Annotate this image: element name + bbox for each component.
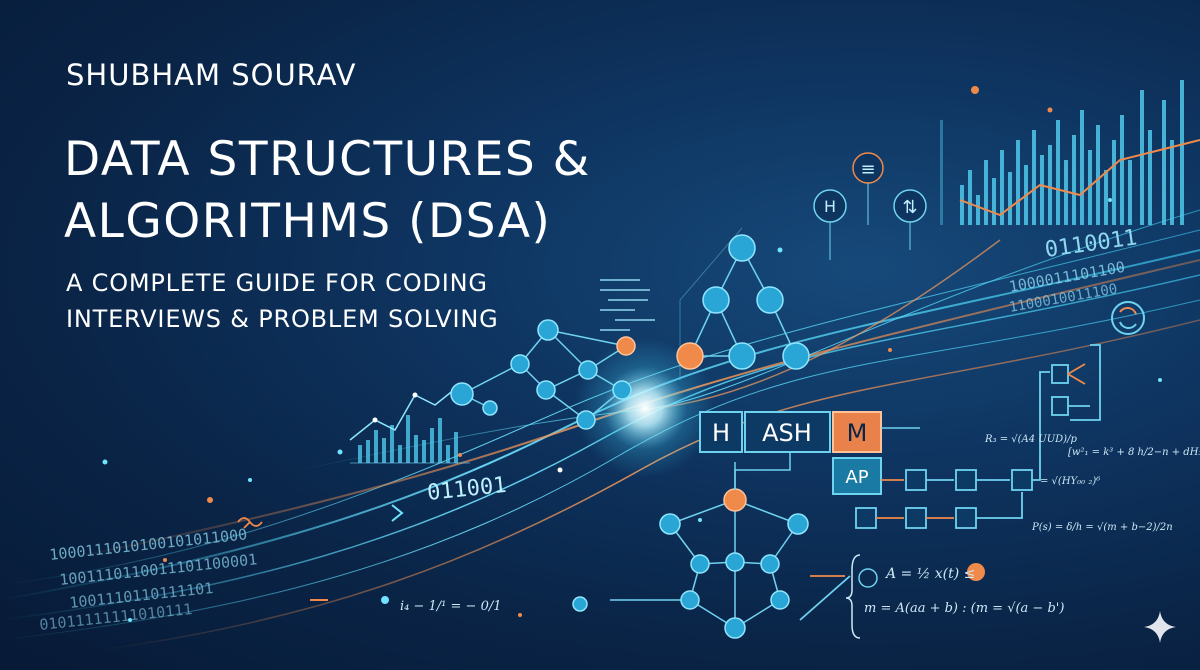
tree-node xyxy=(728,342,756,370)
sparkle-icon xyxy=(1144,611,1176,643)
menu-list-icon: ≡ xyxy=(852,152,884,225)
title-line-2: ALGORITHMS (DSA) xyxy=(64,194,552,249)
chevron-arrow-icon xyxy=(310,504,404,601)
central-glow xyxy=(575,338,715,478)
formula-text: P(s) = δ/h = √(m + b−2)/2n xyxy=(1031,522,1173,533)
author-name: SHUBHAM SOURAV xyxy=(66,58,357,92)
subtitle-line-2: INTERVIEWS & PROBLEM SOLVING xyxy=(66,305,499,333)
formula-text: R₃ = √(A4 UUD)/p xyxy=(984,434,1077,445)
svg-text:H: H xyxy=(824,197,836,216)
formula-marker-ring xyxy=(858,568,878,588)
hash-map-graphic: H ASH M AP xyxy=(699,411,920,495)
title-line-1: DATA STRUCTURES & xyxy=(64,132,591,187)
linked-list-graphic xyxy=(799,344,1101,621)
tree-node xyxy=(782,342,810,370)
hash-map-h: H xyxy=(712,419,730,447)
line-graph-left xyxy=(349,384,461,441)
hash-map-m: M xyxy=(847,419,868,447)
formula-text: = √(HY₀₀ ₂)⁶ xyxy=(1040,476,1100,487)
particle-dots xyxy=(102,86,1162,622)
swap-arrows-icon: ⇅ xyxy=(893,189,927,250)
graph-network-left xyxy=(450,319,636,430)
refresh-cycle-icon xyxy=(1111,301,1145,335)
hash-map-ash: ASH xyxy=(762,419,812,447)
h-circle-icon: H xyxy=(813,189,847,260)
tree-node xyxy=(756,286,784,314)
formula-marker-dot xyxy=(967,563,985,581)
binary-text: 011001 xyxy=(426,473,508,506)
subtitle-line-1: A COMPLETE GUIDE FOR CODING xyxy=(66,269,488,297)
code-snippet-graphic xyxy=(600,279,655,331)
graph-network-bottom xyxy=(572,462,809,639)
formula-text: i₄ − 1/¹ = − 0/1 xyxy=(400,599,502,614)
tree-diagram xyxy=(676,227,810,380)
small-knot-icon xyxy=(237,517,263,529)
formula-brace xyxy=(845,554,861,639)
tree-node xyxy=(702,286,730,314)
tree-node xyxy=(728,234,756,262)
formula-text: m = A(aa + b) : (m = √(a − b') xyxy=(864,601,1064,616)
line-graph-top xyxy=(959,139,1200,217)
formula-text: [w²₁ = k³ + 8 h/2−n + dH₃]⁷ xyxy=(1068,447,1200,458)
bar-chart-graphic-left xyxy=(358,415,458,463)
svg-text:≡: ≡ xyxy=(860,159,875,180)
hash-map-ap: AP xyxy=(845,467,868,488)
tree-node xyxy=(676,342,704,370)
svg-text:⇅: ⇅ xyxy=(902,197,917,218)
formula-text: A = ½ x(t) ≤ xyxy=(884,566,975,582)
